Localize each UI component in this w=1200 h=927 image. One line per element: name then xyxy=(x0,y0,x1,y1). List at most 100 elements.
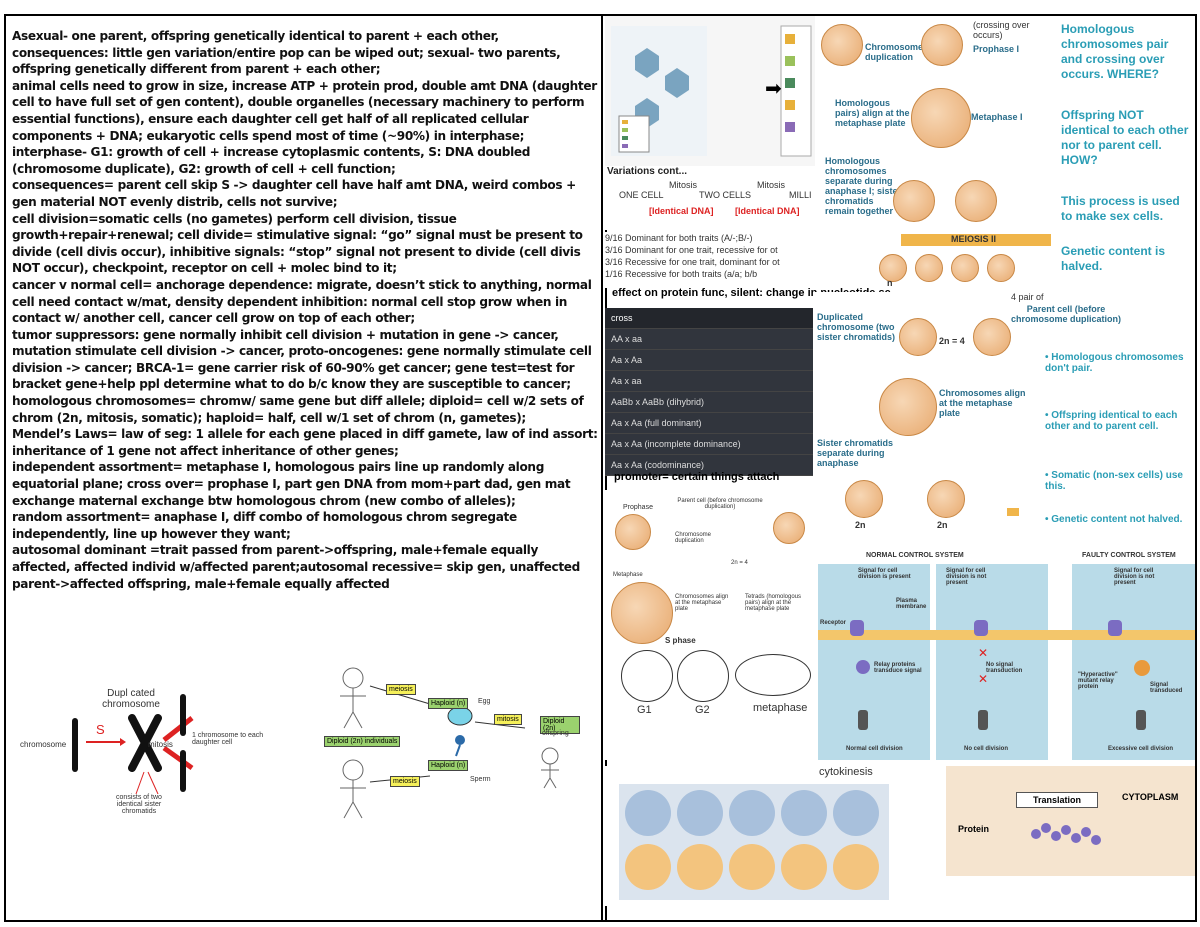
cell-metaphase xyxy=(911,88,971,148)
cross-table: cross AA x aa Aa x Aa Aa x aa AaBb x AaB… xyxy=(605,308,813,476)
bullet-text: Homologous chromosomes don't pair. xyxy=(1045,352,1184,374)
translation-box: Translation xyxy=(1016,792,1098,808)
haploid-egg-box: Haploid (n) xyxy=(428,698,469,709)
table-row: Aa x Aa (codominance) xyxy=(605,455,813,476)
drawn-cell xyxy=(781,844,827,890)
micrograph-cell xyxy=(781,790,827,836)
metaphase-spindle xyxy=(735,654,811,696)
drawn-cell xyxy=(833,844,879,890)
protein-label: Protein xyxy=(958,824,990,834)
table-header: cross xyxy=(605,308,813,329)
normal-box-1 xyxy=(818,564,930,760)
cell-parent xyxy=(973,318,1011,356)
n-label: n xyxy=(887,278,893,288)
normal-box-2 xyxy=(936,564,1048,760)
gamete-cell xyxy=(951,254,979,282)
egg-label: Egg xyxy=(478,698,491,705)
identical-dna-2: [Identical DNA] xyxy=(735,206,800,216)
parent-cell-label: Parent cell (before chromosome duplicati… xyxy=(1011,304,1122,324)
table-row: AaBb x AaBb (dihybrid) xyxy=(605,392,813,413)
traffic-light-icon xyxy=(978,710,988,730)
prophase-label: Prophase I xyxy=(973,44,1020,54)
transduced-label: Signal transduced xyxy=(1150,682,1183,694)
notes-text: Asexual- one parent, offspring genetical… xyxy=(12,28,598,592)
chrom-dup-label: Chromosome duplication xyxy=(675,532,712,544)
table-row: AA x aa xyxy=(605,329,813,350)
cytoplasm-label: CYTOPLASM xyxy=(1122,792,1179,802)
table-row: Aa x Aa xyxy=(605,350,813,371)
note-paragraph: random assortment= anaphase I, diff comb… xyxy=(12,510,517,541)
protein-chain-icon xyxy=(1031,823,1101,845)
life-cycle-figures xyxy=(340,667,559,819)
note-paragraph: consequences= parent cell skip S -> daug… xyxy=(12,178,576,209)
dna-strands xyxy=(611,25,812,157)
two-cells-label: TWO CELLS xyxy=(699,190,752,200)
cell-prophase xyxy=(615,514,651,550)
normal-title: NORMAL CONTROL SYSTEM xyxy=(866,552,964,559)
gamete-cell xyxy=(915,254,943,282)
table-row: Aa x aa xyxy=(605,371,813,392)
ratio-line: 3/16 Dominant for one trait, recessive f… xyxy=(605,245,778,255)
twon-label: 2n = 4 xyxy=(939,336,965,346)
cell-duplicated xyxy=(899,318,937,356)
mitosis-strip: Variations cont... ONE CELL Mitosis TWO … xyxy=(605,166,815,230)
relay-label: Relay proteins transduce signal xyxy=(874,662,922,674)
meiosis-box-2: meiosis xyxy=(390,776,420,787)
micrograph-cell xyxy=(729,790,775,836)
haploid-sperm-box: Haploid (n) xyxy=(428,760,469,771)
receptor-label: Receptor xyxy=(820,620,847,626)
metaphase-label: Metaphase xyxy=(613,572,643,578)
chrom-dup-label: Chromosome duplication xyxy=(865,42,924,62)
meiosis-box-1: meiosis xyxy=(386,684,416,695)
s-phase-label: S phase xyxy=(665,636,696,645)
sig-absent-2: Signal for cell division is not present xyxy=(1114,568,1155,586)
metaphase-label: Metaphase I xyxy=(971,112,1023,122)
variations-partial: Variations cont... xyxy=(607,166,688,177)
drawn-cell xyxy=(729,844,775,890)
note-paragraph: independent assortment= metaphase I, hom… xyxy=(12,460,571,508)
phases-panel: Prophase Parent cell (before chromosome … xyxy=(605,490,815,760)
g1-cell xyxy=(621,650,673,702)
mitosis-box: mitosis xyxy=(494,714,522,725)
twon-label-1: 2n xyxy=(855,520,866,530)
orange-marker xyxy=(1007,508,1019,516)
note-paragraph: tumor suppressors: gene normally inhibit… xyxy=(12,327,592,392)
excess-div-label: Excessive cell division xyxy=(1108,746,1174,752)
meiosis-ii-bar xyxy=(901,234,1051,246)
meiosis-side-3: This process is used to make sex cells. xyxy=(1061,194,1180,223)
diploid-offspring-box: Diploid (2n) xyxy=(540,716,580,734)
ratio-line: 9/16 Dominant for both traits (A/-;B/-) xyxy=(605,233,753,243)
prophase-label: Prophase xyxy=(623,504,653,511)
drawn-cell xyxy=(625,844,671,890)
align-label: Chromosomes align at the metaphase plate xyxy=(675,594,729,612)
receptor-icon xyxy=(1108,620,1122,636)
note-paragraph: autosomal dominant =trait passed from pa… xyxy=(12,543,580,591)
cell-prophase xyxy=(921,24,963,66)
micrograph-cell xyxy=(833,790,879,836)
dup-chrom-label: Duplicated chromosome (two sister chroma… xyxy=(817,312,896,342)
faulty-title: FAULTY CONTROL SYSTEM xyxy=(1082,552,1176,559)
chromosome-diagram: Dupl cated chromosome chromosome S mitos… xyxy=(20,688,270,828)
duplicated-chromosome-x xyxy=(86,714,194,795)
meiosis-panel: Chromosome duplication (crossing over oc… xyxy=(815,16,1195,288)
bullet-text: Offspring identical to each other and to… xyxy=(1045,410,1178,432)
sig-absent: Signal for cell division is not present xyxy=(946,568,987,586)
metaphase-label-2: metaphase xyxy=(753,702,808,714)
cell-daughter-1 xyxy=(845,480,883,518)
right-arrow-icon: ➡ xyxy=(765,78,782,100)
chrom-left-label: chromosome xyxy=(20,740,67,749)
translation-panel: Translation CYTOPLASM Protein xyxy=(946,766,1195,876)
twon-label-2: 2n xyxy=(937,520,948,530)
homol-pairs-label: Homologous pairs) align at the metaphase… xyxy=(835,98,910,128)
ratio-line: 1/16 Recessive for both traits (a/a; b/b xyxy=(605,269,758,279)
g2-cell xyxy=(677,650,729,702)
table-row: Aa x Aa (full dominant) xyxy=(605,413,813,434)
mitosis-bullet-3: • Somatic (non-sex cells) use this. xyxy=(1045,470,1183,492)
chrom-title: Dupl cated chromosome xyxy=(102,688,160,710)
note-paragraph: animal cells need to grow in size, incre… xyxy=(12,78,597,143)
bullet-text: Genetic content not halved. xyxy=(1051,514,1183,525)
sperm-label: Sperm xyxy=(470,776,491,783)
s-label: S xyxy=(96,722,105,737)
dna-replication-image: ➡ xyxy=(605,16,815,166)
gamete-cell xyxy=(879,254,907,282)
